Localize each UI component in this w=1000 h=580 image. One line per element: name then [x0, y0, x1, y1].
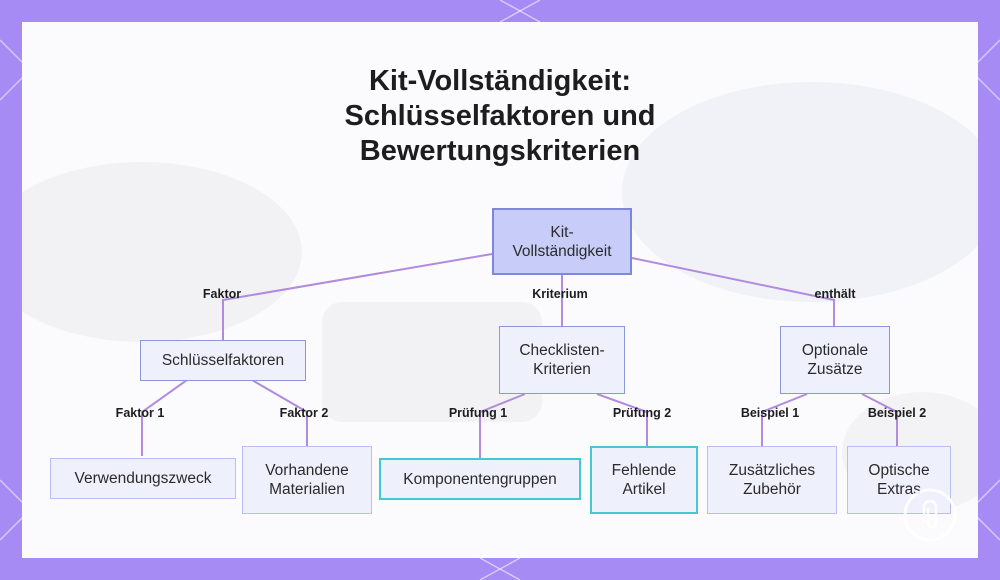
edge-label-contains: enthält	[814, 287, 856, 301]
node-key-factors: Schlüsselfaktoren	[140, 340, 306, 381]
edge-factors-materials	[251, 379, 308, 446]
node-kit-completeness: Kit- Vollständigkeit	[492, 208, 632, 275]
edge-label-example-2: Beispiel 2	[867, 406, 927, 420]
edge-extras-accessories	[761, 393, 808, 446]
node-missing-items: Fehlende Artikel	[590, 446, 698, 514]
node-optional-extras: Optionale Zusätze	[780, 326, 890, 394]
diagram-card: Kit-Vollständigkeit: Schlüsselfaktoren u…	[22, 22, 978, 558]
title-line-1: Kit-Vollständigkeit:	[368, 65, 632, 97]
node-component-groups: Komponentengruppen	[379, 458, 581, 500]
edge-label-factor-2: Faktor 2	[279, 406, 329, 420]
edge-root-extras	[631, 257, 835, 326]
title-line-2: Schlüsselfaktoren und	[344, 100, 656, 132]
node-accessories: Zusätzliches Zubehör	[707, 446, 837, 514]
blurred-background	[22, 82, 978, 512]
node-purpose: Verwendungszweck	[50, 458, 236, 499]
edge-label-factor-1: Faktor 1	[115, 406, 165, 420]
connector-lines	[141, 253, 898, 458]
diagram-title: Kit-Vollständigkeit: Schlüsselfaktoren u…	[300, 64, 700, 169]
edge-label-check-1: Prüfung 1	[448, 406, 508, 420]
edge-extras-optical	[861, 393, 898, 446]
node-materials: Vorhandene Materialien	[242, 446, 372, 514]
edge-label-criterion: Kriterium	[532, 287, 588, 301]
edge-criteria-components	[479, 393, 526, 458]
title-line-3: Bewertungskriterien	[359, 135, 641, 167]
edge-label-example-1: Beispiel 1	[740, 406, 800, 420]
edge-label-factor: Faktor	[202, 287, 242, 301]
paperclip-circle-icon	[903, 488, 957, 542]
edge-root-factors	[222, 253, 493, 340]
edge-label-check-2: Prüfung 2	[612, 406, 672, 420]
edge-criteria-missing	[596, 393, 648, 446]
edge-factors-purpose	[141, 379, 188, 456]
node-checklist-criteria: Checklisten- Kriterien	[499, 326, 625, 394]
